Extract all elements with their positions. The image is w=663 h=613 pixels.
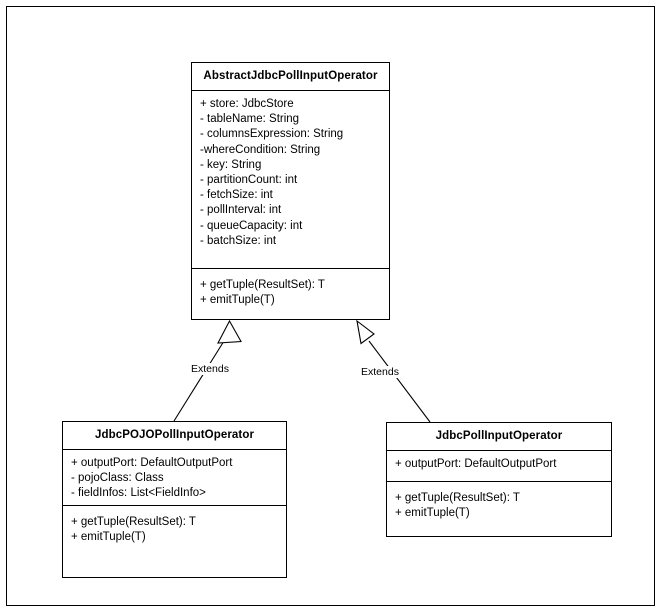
attribute-row: - key: String [200,158,262,171]
class-box-jdbc-pojo-poll-input-operator[interactable]: JdbcPOJOPollInputOperator + outputPort: … [62,421,287,578]
class-attributes-jdbc-pojo-poll-input-operator: + outputPort: DefaultOutputPort - pojoCl… [63,450,286,506]
class-title-abstract-jdbc-poll-input-operator: AbstractJdbcPollInputOperator [192,63,389,91]
attribute-row: - pojoClass: Class [71,472,164,485]
attribute-row: - queueCapacity: int [200,219,303,232]
diagram-border-frame [6,6,655,606]
class-box-jdbc-poll-input-operator[interactable]: JdbcPollInputOperator + outputPort: Defa… [386,422,612,537]
edge-extends-left [173,319,242,422]
edge-label-extends-left: Extends [190,363,230,375]
attribute-row: + outputPort: DefaultOutputPort [395,458,557,470]
class-methods-jdbc-poll-input-operator: + getTuple(ResultSet): T + emitTuple(T) [387,482,611,535]
attribute-row: - partitionCount: int [200,174,298,187]
class-attributes-jdbc-poll-input-operator: + outputPort: DefaultOutputPort [387,451,611,482]
class-attributes-abstract-jdbc-poll-input-operator: + store: JdbcStore - tableName: String -… [192,91,389,269]
method-row: + emitTuple(T) [200,294,275,307]
class-box-abstract-jdbc-poll-input-operator[interactable]: AbstractJdbcPollInputOperator + store: J… [191,62,390,320]
class-methods-abstract-jdbc-poll-input-operator: + getTuple(ResultSet): T + emitTuple(T) [192,269,389,321]
method-row: + emitTuple(T) [71,531,146,544]
attribute-row: - batchSize: int [200,234,277,247]
method-row: + emitTuple(T) [395,507,470,520]
attribute-row: + outputPort: DefaultOutputPort [71,457,233,469]
attribute-row: - fetchSize: int [200,189,273,202]
attribute-row: + store: JdbcStore [200,98,294,110]
class-title-jdbc-pojo-poll-input-operator: JdbcPOJOPollInputOperator [63,422,286,450]
edge-extends-right [356,319,431,423]
method-row: + getTuple(ResultSet): T [71,516,196,528]
class-title-jdbc-poll-input-operator: JdbcPollInputOperator [387,423,611,451]
attribute-row: - pollInterval: int [200,204,282,217]
attribute-row: - tableName: String [200,113,300,126]
class-methods-jdbc-pojo-poll-input-operator: + getTuple(ResultSet): T + emitTuple(T) [63,506,286,578]
method-row: + getTuple(ResultSet): T [395,492,520,504]
attribute-row: - fieldInfos: List<FieldInfo> [71,487,206,500]
attribute-row: - columnsExpression: String [200,128,344,141]
attribute-row: -whereCondition: String [200,143,321,156]
edge-label-extends-right: Extends [360,366,400,378]
method-row: + getTuple(ResultSet): T [200,279,325,291]
